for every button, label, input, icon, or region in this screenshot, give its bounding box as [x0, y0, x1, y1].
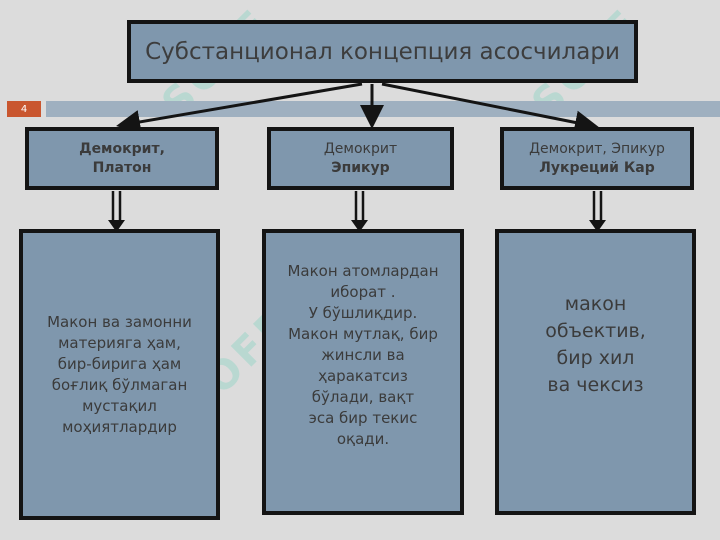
description-box-3: макон объектив, бир хил ва чексиз [495, 229, 696, 515]
description-box-2: Макон атомлардан иборат . У бўшлиқдир. М… [262, 229, 464, 515]
diagram-title-box: Субстанционал концепция асосчилари [127, 20, 638, 83]
description-1-text: Макон ва замонни материяга ҳам, бир-бири… [47, 312, 192, 436]
double-arrow-col2 [351, 191, 368, 232]
diagram-title: Субстанционал концепция асосчилари [145, 38, 620, 65]
founder-3-line1: Демокрит, Эпикур [529, 140, 665, 157]
founder-box-2: Демокрит Эпикур [267, 127, 454, 190]
founder-box-1: Демокрит, Платон [25, 127, 219, 190]
founder-3-line2: Лукреций Кар [539, 159, 655, 176]
arrow-title-to-col3 [381, 82, 599, 135]
description-2-text: Макон атомлардан иборат . У бўшлиқдир. М… [287, 261, 439, 448]
header-bar-gap [41, 101, 46, 117]
founder-1-line1: Демокрит, [79, 140, 165, 157]
double-arrow-col3 [589, 191, 606, 232]
page-number: 4 [7, 101, 41, 117]
double-arrow-col1 [108, 191, 125, 232]
founder-box-3: Демокрит, Эпикур Лукреций Кар [500, 127, 694, 190]
arrow-title-to-col1 [116, 82, 363, 134]
founder-1-line2: Платон [92, 159, 152, 176]
description-3-text: макон объектив, бир хил ва чексиз [545, 293, 646, 396]
founder-2-line1: Демокрит [323, 140, 398, 157]
founder-2-line2: Эпикур [331, 159, 390, 176]
description-box-1: Макон ва замонни материяга ҳам, бир-бири… [19, 229, 220, 520]
